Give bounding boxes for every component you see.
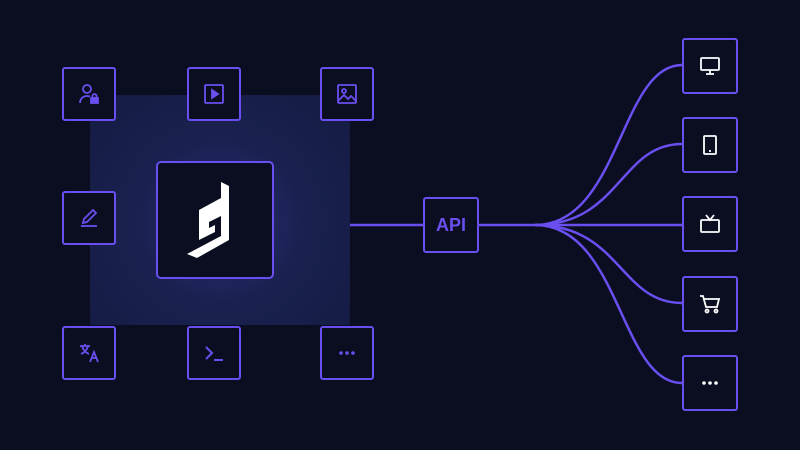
video-play-icon <box>204 84 224 104</box>
desktop-monitor-icon <box>700 57 720 75</box>
tablet-node[interactable] <box>682 117 738 173</box>
image-icon <box>337 84 357 104</box>
tablet-icon <box>703 135 717 155</box>
terminal-icon <box>205 346 223 361</box>
more-left-node[interactable] <box>320 326 374 380</box>
user-lock-icon <box>79 84 99 104</box>
more-right-node[interactable] <box>682 355 738 411</box>
api-node[interactable]: API <box>423 197 479 253</box>
edit-pencil-icon <box>81 208 98 227</box>
image-node[interactable] <box>320 67 374 121</box>
branch-desktop <box>534 63 683 227</box>
edit-node[interactable] <box>62 191 116 245</box>
branch-cart <box>534 223 683 305</box>
user-lock-node[interactable] <box>62 67 116 121</box>
video-node[interactable] <box>187 67 241 121</box>
api-label: API <box>435 214 466 235</box>
shopping-cart-icon <box>700 295 721 314</box>
translate-node[interactable] <box>62 326 116 380</box>
branch-more <box>534 223 683 385</box>
hub-logo-box <box>156 161 274 279</box>
tv-icon <box>700 214 720 233</box>
logo-icon <box>187 182 229 258</box>
cart-node[interactable] <box>682 276 738 332</box>
translate-icon <box>80 344 99 363</box>
more-dots-icon <box>339 351 355 355</box>
tv-node[interactable] <box>682 196 738 252</box>
more-dots-icon <box>702 381 718 385</box>
desktop-node[interactable] <box>682 38 738 94</box>
terminal-node[interactable] <box>187 326 241 380</box>
branch-tablet <box>534 142 683 227</box>
